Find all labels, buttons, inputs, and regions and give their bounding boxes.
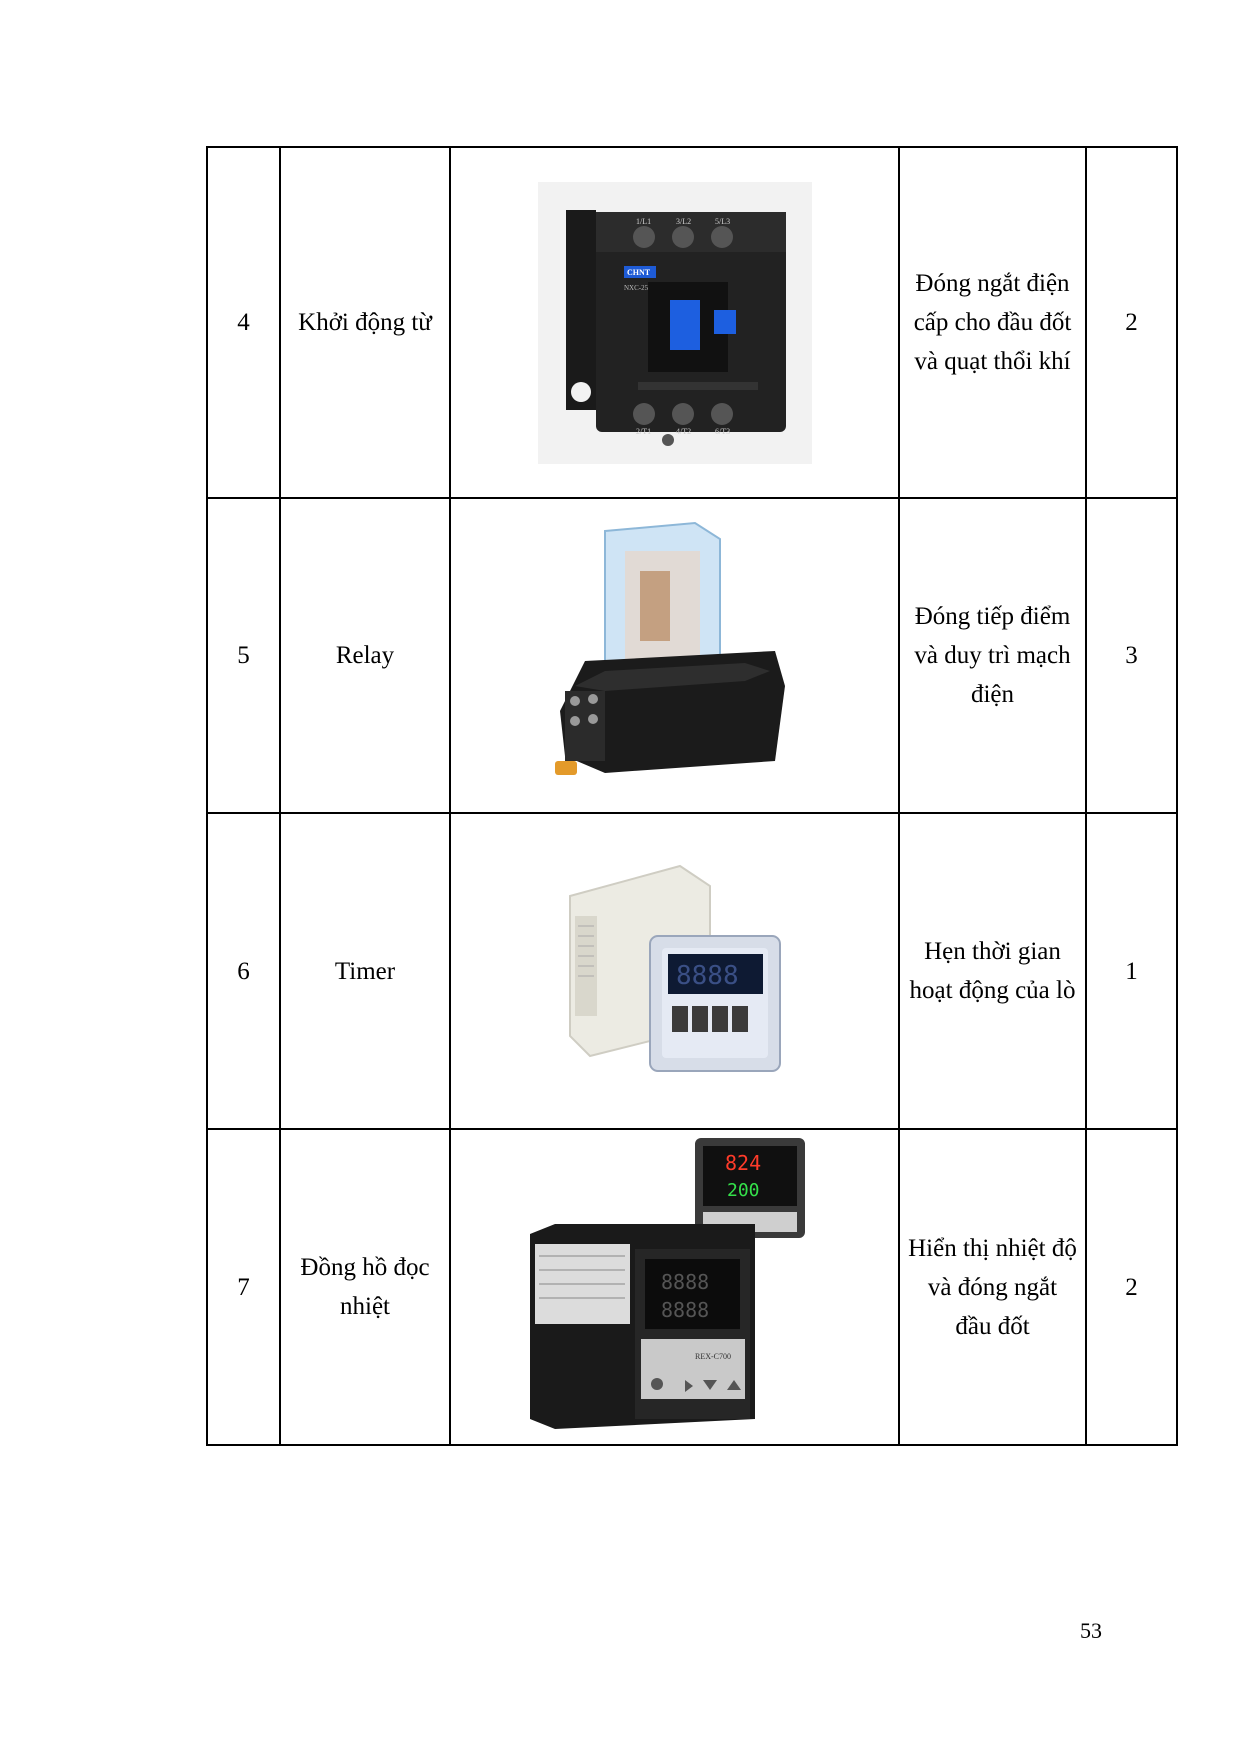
device-function: Hẹn thời gian hoạt động của lò — [898, 812, 1087, 1130]
svg-text:824: 824 — [725, 1151, 761, 1175]
svg-text:8888: 8888 — [676, 961, 739, 991]
page-number: 53 — [1080, 1618, 1102, 1643]
svg-text:8888: 8888 — [661, 1270, 709, 1294]
svg-text:8888: 8888 — [661, 1298, 709, 1322]
svg-text:4/T2: 4/T2 — [676, 427, 691, 436]
contactor-icon: 1/L1 3/L2 5/L3 CHNT NXC-25 2/T1 4/T2 6/T… — [537, 181, 812, 464]
device-quantity: 1 — [1085, 812, 1178, 1130]
device-name: Timer — [279, 812, 451, 1130]
table-row: 6 Timer 8888 Hẹn thời gia — [206, 812, 1178, 1130]
svg-text:3/L2: 3/L2 — [676, 217, 691, 226]
svg-text:200: 200 — [727, 1180, 760, 1201]
device-image: 8888 — [449, 812, 900, 1130]
temperature-controller-icon: 824 200 8888 8888 REX-C700 — [524, 1134, 825, 1440]
device-quantity: 2 — [1085, 146, 1178, 499]
device-name: Đồng hồ đọc nhiệt — [279, 1128, 451, 1446]
svg-text:6/T3: 6/T3 — [715, 427, 730, 436]
device-function: Đóng tiếp điểm và duy trì mạch điện — [898, 497, 1087, 814]
relay-icon — [544, 510, 805, 801]
device-name: Khởi động từ — [279, 146, 451, 499]
table-row: 4 Khởi động từ 1/L1 3/L2 5/L3 CHNT NXC-2… — [206, 146, 1178, 499]
device-function: Hiển thị nhiệt độ và đóng ngắt đầu đốt — [898, 1128, 1087, 1446]
device-name: Relay — [279, 497, 451, 814]
svg-text:1/L1: 1/L1 — [636, 217, 651, 226]
svg-text:NXC-25: NXC-25 — [624, 284, 649, 292]
equipment-table: 4 Khởi động từ 1/L1 3/L2 5/L3 CHNT NXC-2… — [206, 146, 1178, 1446]
svg-text:5/L3: 5/L3 — [715, 217, 730, 226]
row-number: 6 — [206, 812, 281, 1130]
device-quantity: 3 — [1085, 497, 1178, 814]
row-number: 5 — [206, 497, 281, 814]
svg-text:REX-C700: REX-C700 — [695, 1352, 731, 1361]
row-number: 4 — [206, 146, 281, 499]
device-image — [449, 497, 900, 814]
timer-icon: 8888 — [549, 856, 800, 1086]
table-row: 7 Đồng hồ đọc nhiệt 824 200 8888 — [206, 1128, 1178, 1446]
device-quantity: 2 — [1085, 1128, 1178, 1446]
row-number: 7 — [206, 1128, 281, 1446]
svg-text:CHNT: CHNT — [627, 268, 651, 277]
device-image: 824 200 8888 8888 REX-C700 — [449, 1128, 900, 1446]
device-image: 1/L1 3/L2 5/L3 CHNT NXC-25 2/T1 4/T2 6/T… — [449, 146, 900, 499]
svg-text:2/T1: 2/T1 — [636, 427, 651, 436]
table-row: 5 Relay Đóng tiếp điểm và duy trì mạch đ… — [206, 497, 1178, 814]
device-function: Đóng ngắt điện cấp cho đầu đốt và quạt t… — [898, 146, 1087, 499]
